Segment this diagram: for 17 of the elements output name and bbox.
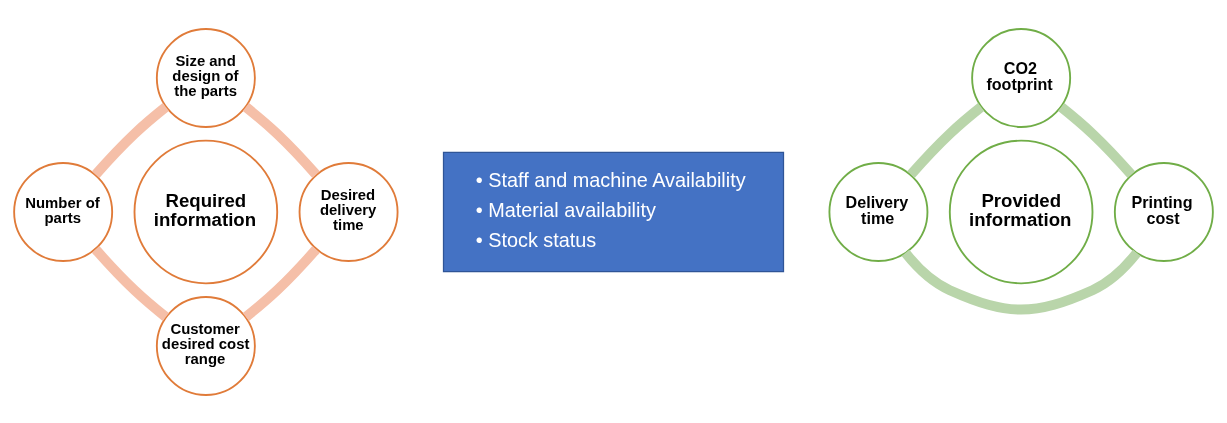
node-circle: Customer desired cost range (155, 295, 256, 396)
connector (91, 102, 169, 178)
node-circle: Provided information (948, 139, 1094, 284)
node-circle: Desired delivery time (298, 161, 399, 262)
node-box: • Staff and machine Availability • Material availability • Stock status (442, 151, 785, 272)
node-circle: Delivery time (828, 161, 929, 262)
connector (1058, 102, 1136, 178)
connector (907, 102, 985, 178)
connector (242, 102, 320, 178)
connector (242, 245, 320, 321)
node-circle: Printing cost (1113, 161, 1214, 262)
connector (91, 245, 169, 321)
connector (901, 249, 1141, 314)
node-circle: Required information (133, 139, 279, 284)
node-circle: CO2 footprint (971, 27, 1072, 128)
node-circle: Number of parts (13, 161, 114, 262)
node-circle: Size and design of the parts (155, 27, 256, 128)
